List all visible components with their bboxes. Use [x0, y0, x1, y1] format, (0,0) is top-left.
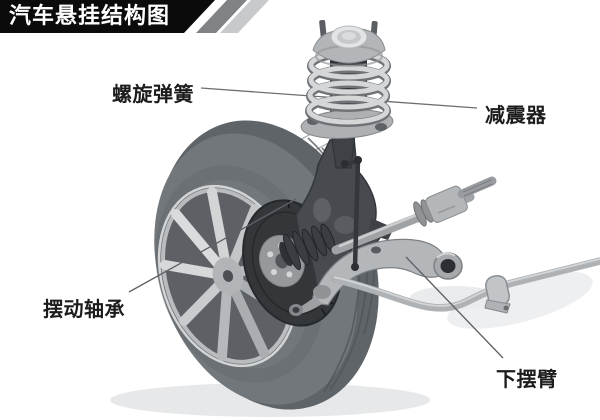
label-lower-arm: 下摆臂 [496, 369, 558, 391]
lower-control-arm [289, 238, 463, 316]
label-coil-spring: 螺旋弹簧 [112, 84, 194, 106]
leader-line-swing-bearing [128, 198, 297, 293]
ball-joint [313, 285, 331, 299]
outer-cv-joint [413, 176, 497, 227]
drive-axle [279, 176, 497, 271]
coil-spring [305, 50, 391, 127]
stabilizer-bar [330, 257, 600, 314]
leader-line-lower-arm [405, 256, 504, 359]
stabilizer-bushing-clamp [484, 274, 511, 314]
title-bar: 汽车悬挂结构图 [0, 0, 215, 33]
label-shock-absorber: 减震器 [485, 105, 547, 127]
page-title: 汽车悬挂结构图 [9, 3, 171, 28]
inner-cv-boot [279, 223, 336, 271]
strut-assembly [300, 19, 394, 139]
arm-bushing [433, 252, 463, 280]
stabilizer-link [341, 156, 362, 271]
spline-stub [457, 176, 497, 199]
strut-top-mount [312, 19, 386, 67]
label-swing-bearing: 摆动轴承 [43, 299, 125, 321]
